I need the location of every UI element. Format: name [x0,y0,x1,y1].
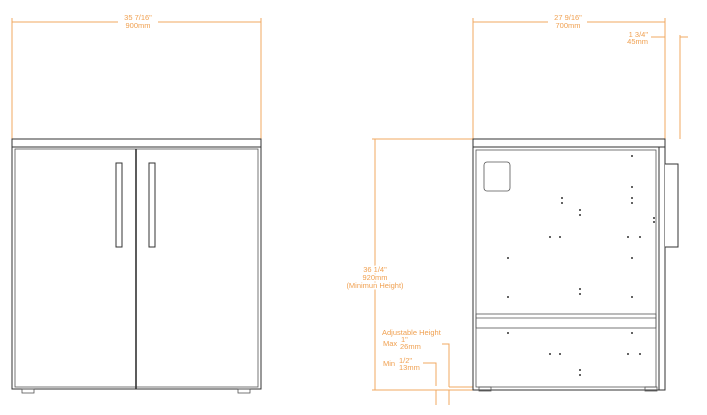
height-note: (Minimun Height) [346,281,404,290]
min-metric: 13mm [399,363,420,372]
left-door-handle[interactable] [115,162,123,248]
mounting-holes [507,155,655,376]
side-foot-back [644,386,658,392]
front-width-metric: 900mm [125,21,150,30]
side-cabinet-body [472,146,660,391]
side-foot-front [478,386,492,392]
front-view: 35 7/16" 900mm [11,13,262,394]
access-panel [483,161,511,192]
handle-metric: 45mm [627,37,648,46]
base-rail [475,313,657,329]
side-view: 27 9/16" 700mm 1 3/4" 45mm 36 1/4" 920mm… [345,13,688,405]
max-label: Max [383,339,397,348]
side-door-handle[interactable] [665,163,679,248]
side-depth-metric: 700mm [555,21,580,30]
max-imperial: 1" [401,335,408,344]
min-leader [423,362,437,386]
countertop [11,138,262,148]
front-width-imperial: 35 7/16" [124,13,152,22]
height-metric: 920mm [362,273,387,282]
left-foot [21,388,35,394]
door-edge [658,146,666,391]
right-door-handle[interactable] [148,162,156,248]
adjustable-height-label: Adjustable Height [382,328,442,337]
max-leader [442,343,450,387]
side-depth-imperial: 27 9/16" [554,13,582,22]
side-countertop [472,138,666,148]
min-label: Min [383,359,395,368]
height-imperial: 36 1/4" [363,265,387,274]
right-foot [237,388,251,394]
handle-imperial: 1 3/4" [629,30,649,39]
side-inner-panel [475,149,657,388]
min-imperial: 1/2" [399,356,412,365]
max-metric: 26mm [400,342,421,351]
